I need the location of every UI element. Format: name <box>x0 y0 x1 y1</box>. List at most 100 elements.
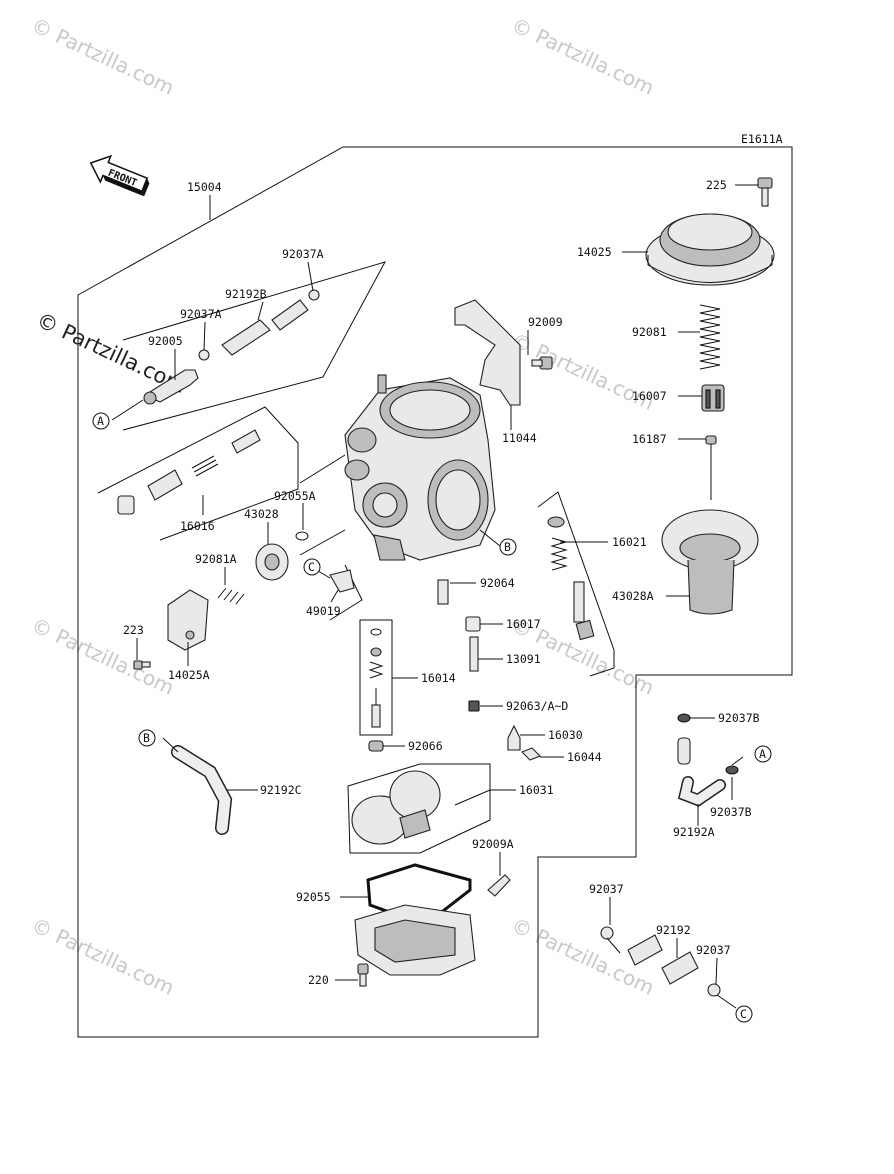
leader-lines <box>111 184 758 1009</box>
label-16017: 16017 <box>506 617 541 631</box>
part-16014-needle-set <box>368 628 384 728</box>
group-92005-outline <box>122 261 387 431</box>
watermark: © Partzilla.com <box>28 913 178 1000</box>
part-92066-cap <box>368 740 384 752</box>
callout-a-right: A <box>754 745 772 763</box>
callout-b-hose: B <box>138 729 156 747</box>
callout-a-left: A <box>92 412 110 430</box>
part-11044-bracket <box>454 299 521 406</box>
callout-c-hose: C <box>735 1005 753 1023</box>
part-92009a-screw <box>487 874 511 897</box>
part-15004-carburetor-body <box>344 374 496 561</box>
part-92037-clamps <box>600 926 721 997</box>
part-16007-holder <box>701 384 725 412</box>
part-float-bowl <box>354 904 476 976</box>
label-92005: 92005 <box>148 334 183 348</box>
part-43028a-diaphragm <box>661 509 759 615</box>
label-43028: 43028 <box>244 507 279 521</box>
label-92037b-2: 92037B <box>710 805 752 819</box>
label-49019: 49019 <box>306 604 341 618</box>
part-16017-jet <box>465 616 481 632</box>
label-16014: 16014 <box>421 671 456 685</box>
label-16031: 16031 <box>519 783 554 797</box>
watermark: © Partzilla.com <box>28 13 178 100</box>
part-92192c-hose <box>171 745 233 835</box>
label-16030: 16030 <box>548 728 583 742</box>
part-16030-float-valve <box>507 724 521 751</box>
diagram-code: E1611A <box>741 132 783 146</box>
label-92081: 92081 <box>632 325 667 339</box>
part-13091-jet <box>469 636 479 672</box>
part-92064-jet <box>437 579 449 605</box>
label-92055a: 92055A <box>274 489 316 503</box>
part-16021-jet-group <box>547 516 595 641</box>
label-92009a: 92009A <box>472 837 514 851</box>
label-43028a: 43028A <box>612 589 654 603</box>
label-92037: 92037 <box>589 882 624 896</box>
label-92037-2: 92037 <box>696 943 731 957</box>
part-92192b-hose <box>221 299 309 356</box>
label-13091: 13091 <box>506 652 541 666</box>
watermark: © Partzilla.com <box>28 613 178 700</box>
label-92037a: 92037A <box>282 247 324 261</box>
part-92081-spring <box>699 304 721 370</box>
label-92064: 92064 <box>480 576 515 590</box>
label-14025a: 14025A <box>168 668 210 682</box>
group-16016-outline <box>97 406 299 541</box>
label-92037a-2: 92037A <box>180 307 222 321</box>
part-16044-pin <box>521 747 541 761</box>
label-92192a: 92192A <box>673 825 715 839</box>
label-225: 225 <box>706 178 727 192</box>
label-16007: 16007 <box>632 389 667 403</box>
label-92192b: 92192B <box>225 287 267 301</box>
part-225-screw <box>757 177 773 207</box>
svg-text:A: A <box>97 414 104 428</box>
label-92055: 92055 <box>296 890 331 904</box>
group-16014-outline <box>359 619 393 736</box>
part-labels: 15004 92037A 92192B 92037A 92005 16016 9… <box>123 178 760 987</box>
part-16031-float <box>351 770 491 845</box>
part-92005-fitting <box>143 369 199 405</box>
front-arrow-icon: FRONT <box>89 154 150 197</box>
callout-b-body: B <box>499 538 517 556</box>
part-16016-pilot-screw <box>117 429 261 515</box>
part-223-screw <box>133 660 151 670</box>
group-16021-outline <box>537 491 615 677</box>
svg-text:B: B <box>143 731 150 745</box>
part-92192a-hose <box>677 737 726 807</box>
label-16044: 16044 <box>567 750 602 764</box>
part-92037b-clamps <box>677 713 739 775</box>
part-92192-hose <box>627 934 699 985</box>
assembly-outline <box>77 146 793 1038</box>
label-14025: 14025 <box>577 245 612 259</box>
part-220-screw <box>357 963 369 987</box>
label-16016: 16016 <box>180 519 215 533</box>
part-92037a-clamps <box>198 289 320 361</box>
part-14025-top-cap <box>645 213 775 286</box>
svg-text:A: A <box>759 747 766 761</box>
part-49019-screw <box>329 569 355 593</box>
svg-text:C: C <box>740 1007 747 1021</box>
label-11044: 11044 <box>502 431 537 445</box>
label-92081a: 92081A <box>195 552 237 566</box>
label-16187: 16187 <box>632 432 667 446</box>
part-14025a-cover <box>167 589 209 651</box>
label-92009: 92009 <box>528 315 563 329</box>
label-92037b: 92037B <box>718 711 760 725</box>
group-16031-outline <box>347 763 491 854</box>
part-43028-diaphragm <box>255 543 289 581</box>
callout-c-screw: C <box>303 558 321 576</box>
watermark: © Partzilla.com <box>508 13 658 100</box>
part-92009-screw <box>531 356 553 370</box>
label-220: 220 <box>308 973 329 987</box>
part-16187-jet-needle <box>705 435 717 500</box>
part-92081a-spring <box>217 587 245 605</box>
part-92063-main-jet <box>468 700 480 712</box>
label-92063: 92063/A~D <box>506 699 568 713</box>
svg-text:B: B <box>504 540 511 554</box>
label-92192: 92192 <box>656 923 691 937</box>
part-92055a-o-ring <box>295 531 309 541</box>
label-15004: 15004 <box>187 180 222 194</box>
